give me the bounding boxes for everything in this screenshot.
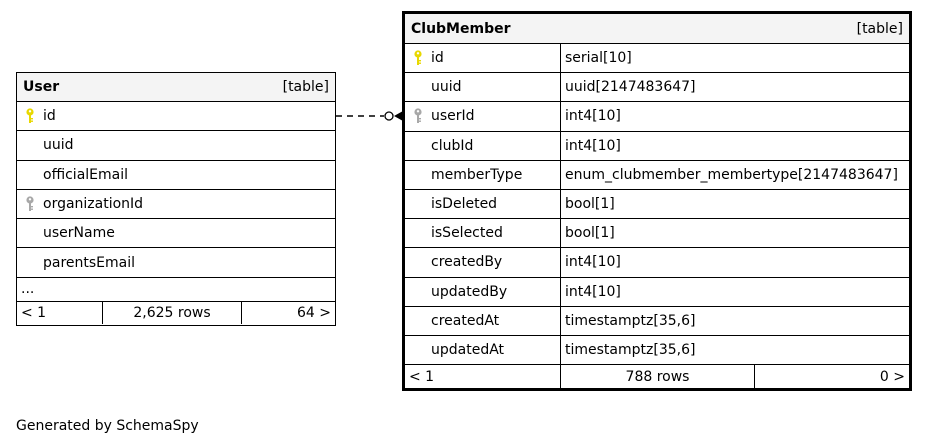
user-column-name: officialEmail	[43, 166, 128, 183]
clubmember-column-name: createdBy	[431, 254, 503, 271]
clubmember-column-name: id	[431, 50, 444, 67]
user-column-name: parentsEmail	[43, 254, 136, 271]
user-column-row[interactable]: organizationId	[17, 190, 335, 220]
user-row-count: 2,625 rows	[103, 301, 242, 324]
clubmember-column-type: uuid[2147483647]	[565, 79, 696, 96]
clubmember-column-name: isSelected	[431, 225, 503, 242]
clubmember-column-row[interactable]: memberType enum_clubmember_membertype[214…	[405, 160, 909, 190]
clubmember-children-count[interactable]: 0 >	[879, 368, 905, 385]
user-column-list: id uuid officialEmail organizationId userNam…	[17, 102, 335, 278]
clubmember-column-row[interactable]: id serial[10]	[405, 44, 909, 74]
foreign-key-icon	[414, 108, 422, 124]
clubmember-column-row[interactable]: isDeleted bool[1]	[405, 189, 909, 220]
clubmember-column-row[interactable]: uuid uuid[2147483647]	[405, 73, 909, 103]
clubmember-column-row[interactable]: updatedBy int4[10]	[405, 277, 909, 307]
key-slot	[405, 49, 431, 67]
clubmember-table-header[interactable]: ClubMember [table]	[405, 14, 909, 44]
clubmember-column-type: timestamptz[35,6]	[565, 341, 696, 358]
clubmember-column-name: isDeleted	[431, 196, 498, 213]
user-column-name: userName	[43, 225, 115, 242]
primary-key-icon	[414, 50, 422, 66]
user-table-header[interactable]: User [table]	[17, 73, 335, 102]
clubmember-column-list: id serial[10] uuid uuid[2147483647] userId in…	[405, 44, 909, 366]
zero-or-many-circle-icon	[384, 111, 394, 121]
user-more-columns[interactable]: ...	[17, 278, 335, 302]
user-column-row[interactable]: officialEmail	[17, 161, 335, 190]
user-table-footer: < 1 2,625 rows 64 >	[17, 301, 335, 324]
user-column-name: organizationId	[43, 196, 144, 213]
primary-key-icon	[26, 108, 34, 124]
generated-by-label: Generated by SchemaSpy	[16, 418, 199, 434]
clubmember-column-type: bool[1]	[565, 225, 615, 242]
clubmember-column-name: uuid	[431, 79, 462, 96]
clubmember-table[interactable]: ClubMember [table] id serial[10] uuid uuid[…	[402, 11, 912, 391]
clubmember-column-name: createdAt	[431, 312, 500, 329]
user-children-count[interactable]: 64 >	[297, 304, 331, 321]
clubmember-table-kind: [table]	[856, 20, 903, 37]
clubmember-column-type: int4[10]	[565, 108, 621, 125]
clubmember-column-row[interactable]: createdAt timestamptz[35,6]	[405, 306, 909, 336]
user-column-name: uuid	[43, 137, 74, 154]
clubmember-column-type: int4[10]	[565, 254, 621, 271]
clubmember-column-row[interactable]: createdBy int4[10]	[405, 248, 909, 278]
user-table-title: User	[23, 79, 60, 95]
clubmember-column-type: int4[10]	[565, 283, 621, 300]
clubmember-column-name: memberType	[431, 166, 523, 183]
user-table[interactable]: User [table] id uuid officialEmail organiza…	[16, 72, 336, 326]
user-column-row[interactable]: uuid	[17, 131, 335, 161]
clubmember-table-title: ClubMember	[411, 20, 511, 37]
foreign-key-icon	[26, 196, 34, 212]
key-slot	[405, 107, 431, 125]
user-column-row[interactable]: id	[17, 102, 335, 132]
clubmember-column-row[interactable]: userId int4[10]	[405, 102, 909, 132]
clubmember-column-row[interactable]: updatedAt timestamptz[35,6]	[405, 335, 909, 366]
clubmember-column-type: timestamptz[35,6]	[565, 312, 696, 329]
key-slot	[17, 107, 43, 125]
user-column-row[interactable]: parentsEmail	[17, 248, 335, 278]
clubmember-column-type: int4[10]	[565, 137, 621, 154]
key-slot	[17, 195, 43, 213]
user-column-name: id	[43, 108, 56, 125]
user-column-row[interactable]: userName	[17, 219, 335, 249]
clubmember-column-type: enum_clubmember_membertype[2147483647]	[565, 166, 898, 183]
user-parents-count[interactable]: < 1	[17, 301, 103, 324]
clubmember-column-name: clubId	[431, 137, 474, 154]
clubmember-column-type: serial[10]	[565, 50, 632, 67]
clubmember-column-row[interactable]: clubId int4[10]	[405, 131, 909, 161]
clubmember-parents-count[interactable]: < 1	[405, 365, 561, 389]
clubmember-column-name: userId	[431, 108, 475, 125]
clubmember-column-name: updatedAt	[431, 341, 505, 358]
clubmember-table-footer: < 1 788 rows 0 >	[405, 365, 909, 389]
clubmember-column-row[interactable]: isSelected bool[1]	[405, 219, 909, 249]
user-table-kind: [table]	[282, 79, 329, 95]
clubmember-row-count: 788 rows	[561, 365, 755, 389]
clubmember-column-type: bool[1]	[565, 196, 615, 213]
clubmember-column-name: updatedBy	[431, 283, 508, 300]
